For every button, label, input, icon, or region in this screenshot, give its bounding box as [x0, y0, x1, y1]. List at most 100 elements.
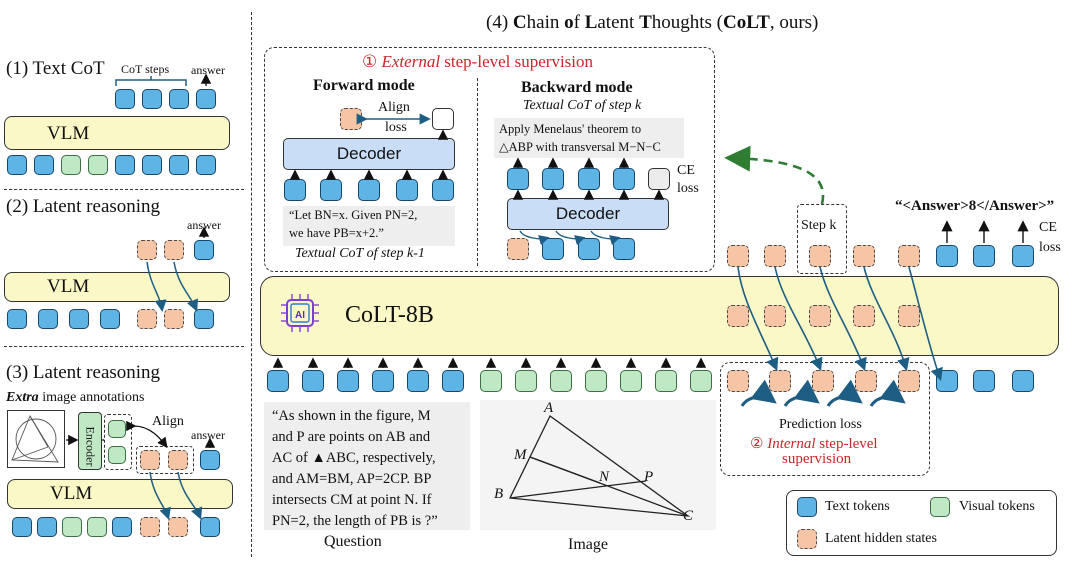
question-line: and P are points on AB and: [272, 429, 431, 445]
visual-token: [585, 370, 607, 392]
cot-step-token: [142, 89, 162, 109]
latent-token: [168, 450, 188, 470]
latent-token: [727, 370, 749, 392]
vlm-block: [7, 479, 233, 509]
text-token: [34, 155, 54, 175]
visual-token: [690, 370, 712, 392]
text-token: [442, 370, 464, 392]
answer-label: answer: [191, 428, 225, 442]
cot-steps-brace: [115, 76, 187, 86]
backward-text-box: [494, 118, 684, 158]
latent-token: [164, 309, 184, 329]
title-part: (4): [486, 12, 513, 33]
cot-step-token: [169, 89, 189, 109]
question-text-box: “As shown in the figure, M and P are poi…: [264, 402, 470, 530]
geometry-figure: [509, 415, 691, 517]
visual-token: [87, 517, 107, 537]
ce-label: CE: [677, 163, 695, 178]
panel-separator-1: [4, 189, 244, 190]
visual-token: [480, 370, 502, 392]
forward-caption: Textual CoT of step k-1: [295, 246, 425, 261]
latent-token: [727, 245, 749, 267]
point-label: M: [514, 447, 527, 463]
internal-supervision-box: [720, 362, 930, 476]
legend-text-tokens: Text tokens: [825, 499, 890, 514]
question-line: intersects CM at point N. If: [272, 492, 432, 508]
point-label: B: [494, 486, 504, 502]
question-line: “As shown in the figure, M: [272, 408, 431, 424]
legend-visual-token-swatch: [930, 497, 950, 517]
vlm-label: VLM: [47, 276, 90, 297]
legend-latent-swatch: [797, 529, 817, 549]
external-supervision-label: ① External step-level supervision: [362, 52, 593, 72]
title-part: L: [584, 12, 598, 33]
panel3-title: (3) Latent reasoning: [6, 362, 161, 383]
legend-box: [786, 490, 1057, 556]
model-name: CoLT-8B: [345, 302, 434, 328]
circled-two: ②: [750, 436, 764, 452]
text-token: [407, 370, 429, 392]
latent-recurrence-arrows: [737, 266, 943, 382]
cot-step-token: [115, 89, 135, 109]
answer-token: [196, 89, 216, 109]
panel1-title: (1) Text CoT: [6, 58, 105, 79]
point-label: A: [544, 400, 554, 416]
text-token: [69, 309, 89, 329]
visual-token: [515, 370, 537, 392]
latent-token: [137, 309, 157, 329]
answer-token: [1012, 245, 1034, 267]
ai-chip-icon: AI: [281, 294, 319, 332]
answer-token: [194, 240, 214, 260]
point-label: N: [599, 469, 610, 485]
backward-mode-title: Backward mode: [521, 79, 633, 96]
align-arrow: [126, 420, 168, 449]
text-token: [302, 370, 324, 392]
answer-output: “<Answer>8</Answer>”: [895, 198, 1055, 214]
panel2-title: (2) Latent reasoning: [6, 196, 161, 217]
cot-steps-label: CoT steps: [121, 62, 170, 76]
backward-text-line2: △ABP with transversal M−N−C: [499, 140, 661, 154]
latent-token: [168, 517, 188, 537]
backward-token-arrows: [512, 157, 665, 200]
latent-token: [140, 517, 160, 537]
step-k-to-external-arrow: [724, 145, 825, 205]
latent-token: [727, 305, 749, 327]
internal-rest: step-level: [815, 436, 878, 452]
latent-token: [507, 238, 529, 260]
question-line: PN=2, the length of PB is ?”: [272, 513, 438, 529]
decoder-block-forward: Decoder: [283, 138, 455, 170]
text-token: [115, 155, 135, 175]
answer-label: answer: [191, 63, 225, 77]
vlm-label: VLM: [50, 483, 93, 504]
answer-label: answer: [187, 218, 221, 232]
answer-token: [200, 450, 220, 470]
text-token: [196, 155, 216, 175]
text-token: [1012, 370, 1034, 392]
title-part: T: [639, 12, 652, 33]
visual-token: [620, 370, 642, 392]
legend-latent: Latent hidden states: [825, 531, 937, 546]
title-part: , ours): [769, 12, 819, 33]
visual-token: [550, 370, 572, 392]
point-label: P: [644, 469, 654, 485]
forward-text-box: [283, 206, 455, 246]
text-token: [12, 517, 32, 537]
annotations-rest: image annotations: [38, 390, 145, 405]
text-token: [38, 309, 58, 329]
answer-token: [936, 245, 958, 267]
external-supervision-box: [264, 47, 715, 272]
visual-token: [88, 155, 108, 175]
visual-token: [108, 420, 126, 438]
latent-token: [898, 245, 920, 267]
question-label: Question: [324, 533, 382, 550]
loss-label: loss: [677, 181, 699, 196]
latent-feedback-arrows-p3: [149, 471, 203, 520]
loss-label-right: loss: [1039, 240, 1061, 255]
latent-feedback-arrows-p2: [146, 261, 198, 312]
legend-text-token-swatch: [797, 497, 817, 517]
prediction-loss-label: Prediction loss: [779, 417, 862, 432]
text-token: [112, 517, 132, 537]
answer-output-arrows: [941, 220, 1029, 243]
text-token: [372, 370, 394, 392]
text-token: [7, 309, 27, 329]
